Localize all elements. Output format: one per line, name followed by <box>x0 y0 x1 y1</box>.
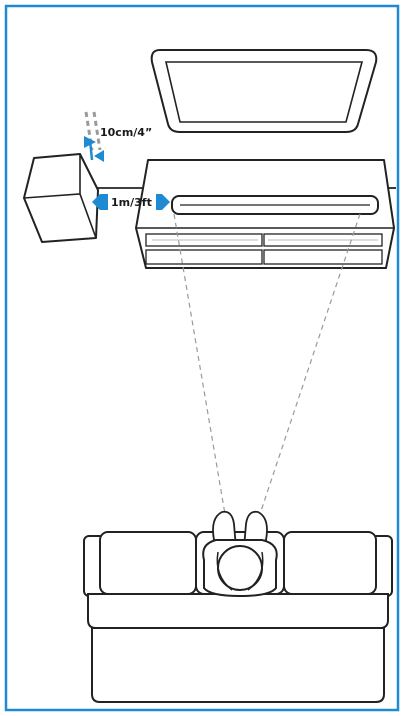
subwoofer-icon <box>23 153 99 243</box>
wall-gap-guides <box>84 111 102 151</box>
sight-lines <box>173 213 361 521</box>
tv-icon <box>150 49 378 133</box>
soundbar-icon <box>171 195 379 215</box>
tv-cabinet-icon <box>135 159 395 269</box>
speaker-gap-label: 1m/3ft <box>111 196 152 209</box>
diagram-frame <box>4 4 400 712</box>
wall-gap-arrow-icon <box>84 136 104 162</box>
listener-icon <box>202 510 278 598</box>
wall-gap-label: 10cm/4” <box>100 126 152 139</box>
speaker-gap-arrow-icon <box>92 194 170 210</box>
